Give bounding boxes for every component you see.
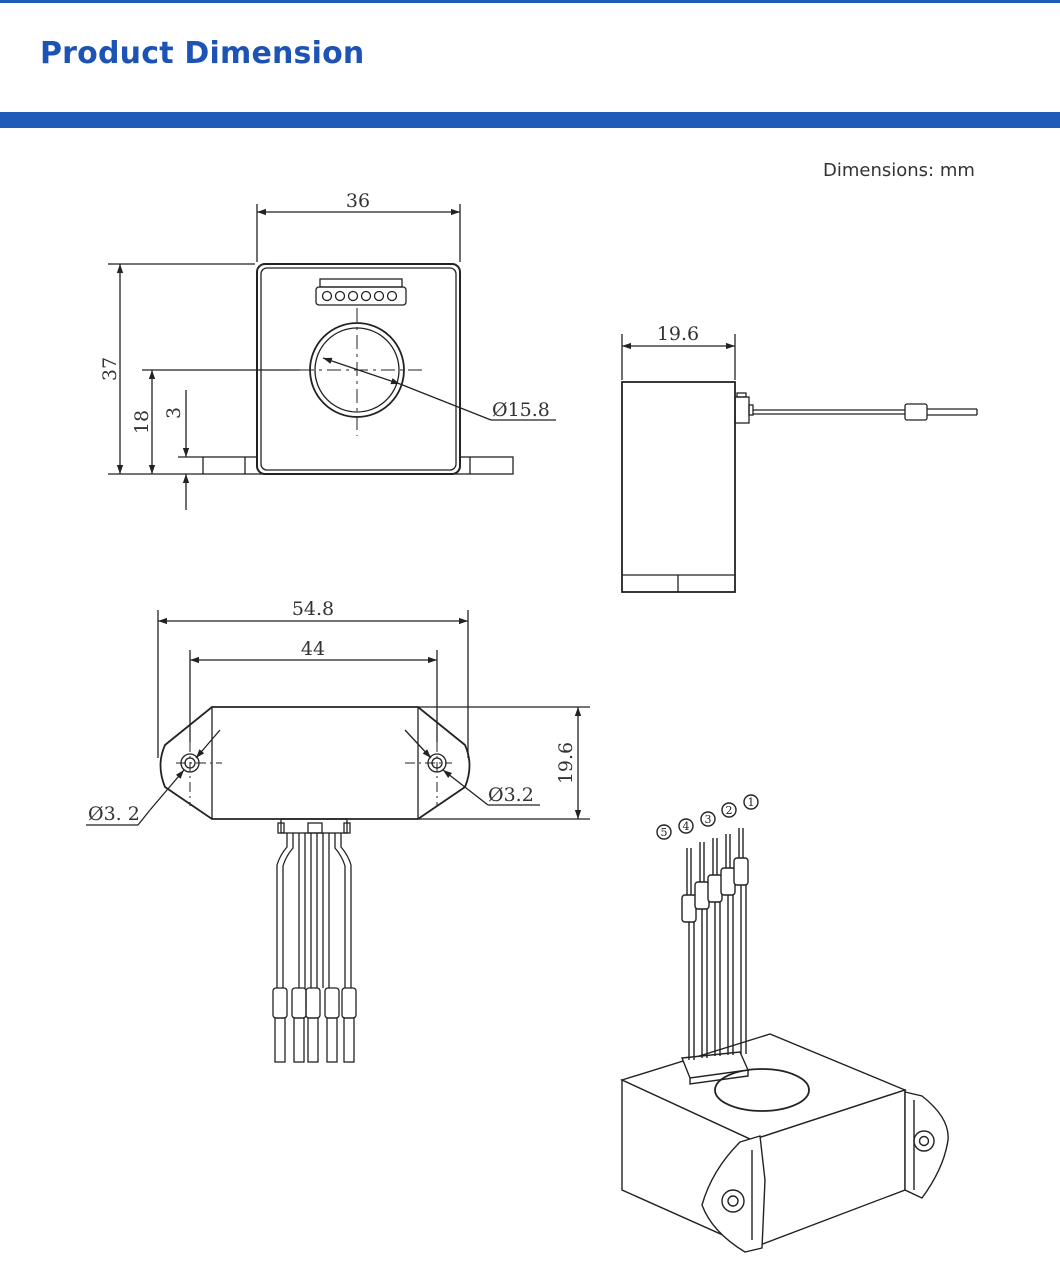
bottom-right-hole-label: Ø3.2 (488, 784, 534, 806)
front-view-labels: 36 37 18 3 Ø15.8 (99, 190, 550, 434)
iso-view (620, 794, 949, 1253)
pin-3-label: 3 (705, 813, 712, 826)
pin-5-label: 5 (661, 826, 668, 839)
front-aperture-diameter-label: Ø15.8 (492, 399, 550, 421)
bottom-wires (276, 833, 352, 988)
bottom-hole-spacing-label: 44 (301, 638, 325, 660)
front-aperture-center-label: 18 (131, 410, 153, 434)
bottom-view (86, 610, 590, 1063)
iso-pin-labels: 5 4 3 2 1 (661, 796, 755, 839)
bottom-view-labels: 54.8 44 19.6 Ø3. 2 Ø3.2 (88, 598, 577, 825)
iso-wires (686, 828, 747, 1060)
iso-front-ear (701, 1135, 766, 1253)
pin-4-label: 4 (683, 820, 690, 833)
side-body (621, 381, 736, 593)
pin-5-marker (656, 824, 672, 840)
pin-1-label: 1 (748, 796, 755, 809)
pin-3-marker (700, 811, 716, 827)
pin-1-marker (743, 794, 759, 810)
units-note: Dimensions: mm (823, 160, 975, 181)
front-view (108, 204, 556, 510)
header-top-rule (0, 0, 1060, 3)
pin-4-marker (678, 818, 694, 834)
bottom-left-hole-label: Ø3. 2 (88, 803, 140, 825)
bottom-outline (159, 706, 471, 820)
front-height-label: 37 (99, 357, 121, 381)
side-view-labels: 19.6 (657, 323, 699, 345)
bottom-connector (280, 818, 348, 834)
iso-aperture (714, 1068, 810, 1112)
side-ferrule (904, 403, 928, 421)
bottom-height-label: 19.6 (555, 742, 577, 784)
header-band (0, 112, 1060, 128)
pin-2-label: 2 (726, 804, 733, 817)
side-view (621, 334, 978, 593)
iso-ferrules (681, 857, 749, 923)
front-base-offset-label: 3 (163, 407, 185, 419)
front-body (256, 263, 461, 475)
bottom-ferrules (272, 987, 357, 1063)
side-depth-label: 19.6 (657, 323, 699, 345)
bottom-overall-length-label: 54.8 (292, 598, 334, 620)
side-connector (734, 396, 750, 424)
pin-2-marker (721, 802, 737, 818)
page-title: Product Dimension (40, 36, 365, 71)
front-width-label: 36 (346, 190, 370, 212)
front-connector (315, 278, 407, 306)
